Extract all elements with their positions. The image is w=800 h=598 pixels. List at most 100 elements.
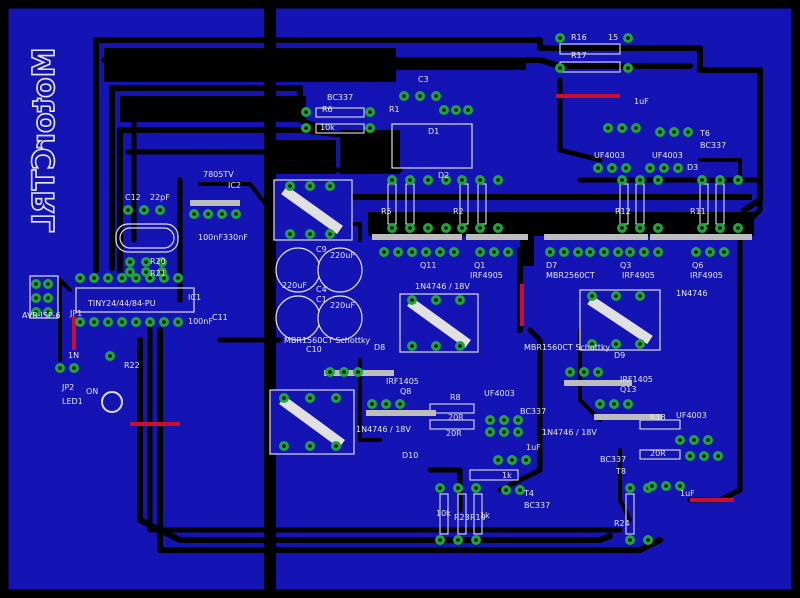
label-bc337c: BC337 <box>520 407 546 416</box>
label-c4: C4 <box>316 285 327 294</box>
label-bc337b: BC337 <box>700 141 726 150</box>
pad-hole <box>576 250 580 254</box>
pad-hole <box>658 130 662 134</box>
pad-hole <box>478 250 482 254</box>
pad-hole <box>160 270 164 274</box>
label-ic2: IC2 <box>228 181 241 190</box>
pad-hole <box>402 94 406 98</box>
label-irf4905a: IRF4905 <box>470 271 503 280</box>
pad-hole <box>304 126 308 130</box>
pad-hole <box>120 320 124 324</box>
component-pads <box>31 33 743 545</box>
pad-hole <box>442 108 446 112</box>
resistors <box>315 43 725 535</box>
label-r23: R23 <box>454 513 470 522</box>
pad-hole <box>288 184 292 188</box>
pad-hole <box>478 226 482 230</box>
pad-hole <box>334 396 338 400</box>
pad-hole <box>390 178 394 182</box>
pad-hole <box>496 226 500 230</box>
label-r15: 15 <box>608 33 618 42</box>
label-r18: R18 <box>650 413 666 422</box>
pad-hole <box>34 296 38 300</box>
pad-hole <box>638 294 642 298</box>
label-q8: Q8 <box>400 387 411 396</box>
pad-hole <box>474 538 478 542</box>
pad-hole <box>46 310 50 314</box>
pad-hole <box>620 178 624 182</box>
pad-hole <box>426 226 430 230</box>
pad-hole <box>368 110 372 114</box>
pad-hole <box>736 226 740 230</box>
label-t8: T8 <box>615 467 626 476</box>
label-r5: R5 <box>381 207 392 216</box>
pad-hole <box>206 212 210 216</box>
pad-hole <box>598 402 602 406</box>
label-n4746c: 1N4746 / 18V <box>356 425 411 434</box>
label-mbr2560: MBR2560CT <box>546 271 595 280</box>
pad-hole <box>736 178 740 182</box>
pad-hole <box>308 396 312 400</box>
label-q6: Q6 <box>692 261 703 270</box>
pad-hole <box>92 276 96 280</box>
pad-hole <box>614 342 618 346</box>
label-v7805: 7805TV <box>203 170 234 179</box>
label-c220c: 220uF <box>330 301 355 310</box>
pad-hole <box>176 276 180 280</box>
label-r22: R22 <box>124 361 140 370</box>
label-c220b: 220uF <box>282 281 307 290</box>
pad-hole <box>144 270 148 274</box>
label-d7: D7 <box>546 261 557 270</box>
pad-hole <box>628 250 632 254</box>
pad-hole <box>158 208 162 212</box>
pad-hole <box>676 166 680 170</box>
pad-hole <box>396 250 400 254</box>
pad-hole <box>454 108 458 112</box>
pad-hole <box>558 66 562 70</box>
pad-hole <box>398 402 402 406</box>
pad-hole <box>410 344 414 348</box>
pad-hole <box>356 370 360 374</box>
pad-hole <box>656 250 660 254</box>
pad-hole <box>308 184 312 188</box>
pad-hole <box>478 178 482 182</box>
pad-hole <box>434 344 438 348</box>
pad-hole <box>678 484 682 488</box>
pad-hole <box>590 342 594 346</box>
label-d3: D3 <box>687 163 698 172</box>
label-c1: C1 <box>316 295 327 304</box>
label-q11: Q11 <box>420 261 436 270</box>
pad-hole <box>496 178 500 182</box>
pad-hole <box>686 130 690 134</box>
pad-hole <box>162 320 166 324</box>
pad-hole <box>488 418 492 422</box>
pad-hole <box>106 320 110 324</box>
label-t6: T6 <box>699 129 710 138</box>
label-d9: D9 <box>614 351 625 360</box>
pad-hole <box>370 402 374 406</box>
ic-outlines <box>29 123 473 319</box>
pad-hole <box>548 250 552 254</box>
pad-hole <box>638 342 642 346</box>
pad-hole <box>706 438 710 442</box>
label-c22p: 22pF <box>150 193 170 202</box>
pad-hole <box>558 36 562 40</box>
label-r12: R12 <box>615 207 631 216</box>
pad-hole <box>638 178 642 182</box>
label-uf4003d: UF4003 <box>676 411 707 420</box>
label-r17: R17 <box>571 51 587 60</box>
label-c11: C11 <box>212 313 228 322</box>
label-n1: 1N <box>68 351 79 360</box>
pad-hole <box>672 130 676 134</box>
pad-hole <box>606 126 610 130</box>
board-title: MotorCTRL <box>26 47 63 234</box>
pad-hole <box>434 94 438 98</box>
pad-hole <box>708 250 712 254</box>
pad-hole <box>106 276 110 280</box>
pad-hole <box>410 298 414 302</box>
pad-hole <box>390 226 394 230</box>
pad-hole <box>384 402 388 406</box>
label-r8: R8 <box>450 393 461 402</box>
pad-hole <box>408 226 412 230</box>
